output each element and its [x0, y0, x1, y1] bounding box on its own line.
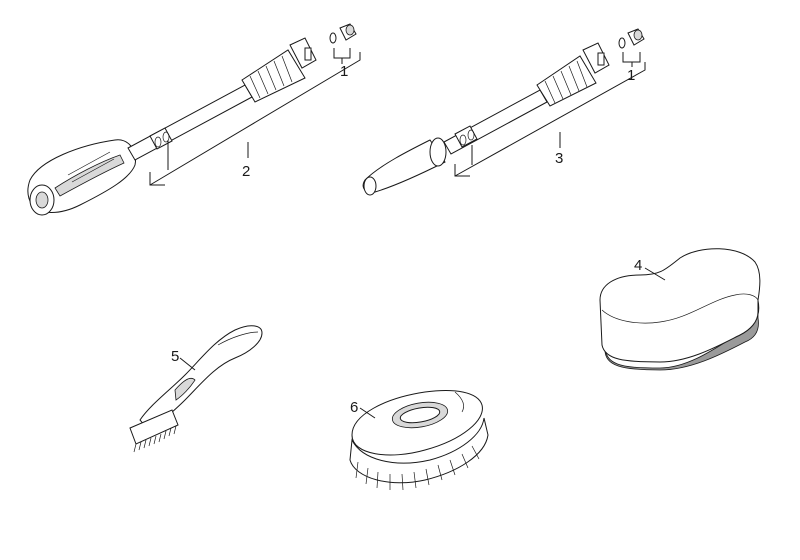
rotary-lance-assembly [362, 28, 646, 196]
spray-lance-assembly [27, 23, 361, 216]
callout-6: 6 [350, 399, 358, 416]
hand-brush [129, 325, 263, 453]
scrub-brush [349, 390, 489, 491]
sponge [599, 248, 761, 371]
callout-3: 3 [555, 150, 563, 167]
callout-5: 5 [171, 348, 179, 365]
callout-1-rotary: 1 [627, 67, 635, 84]
callout-1-lance: 1 [340, 63, 348, 80]
callout-2: 2 [242, 163, 250, 180]
callout-4: 4 [634, 257, 642, 274]
